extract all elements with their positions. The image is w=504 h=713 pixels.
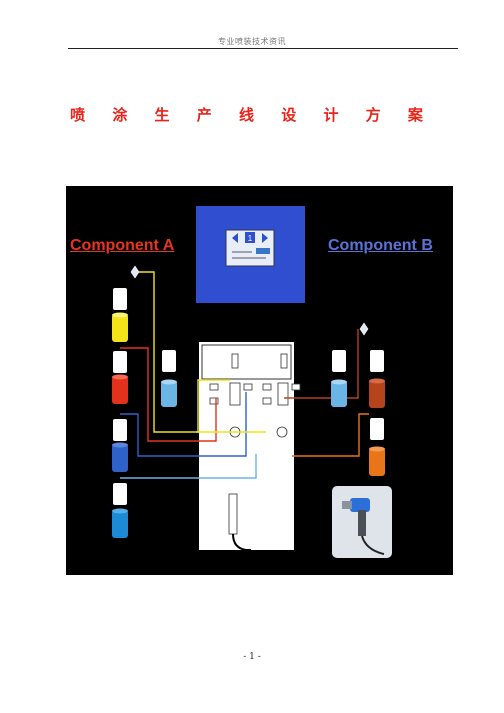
cabinet-valve-b: [280, 353, 288, 369]
blue-drum: [112, 444, 128, 472]
page-header: 专业喷装技术资讯: [218, 37, 286, 46]
spray-gun-nozzle: [342, 501, 352, 509]
screen-left-arrow-icon: [232, 233, 238, 243]
component-b-letter: B: [421, 237, 433, 254]
component-b-label: Component B: [328, 237, 433, 255]
doser-a-body: [229, 382, 241, 406]
yellow-drum: [112, 314, 128, 342]
yellow-line: [135, 271, 230, 433]
drum-top: [112, 442, 128, 448]
screen-blue-strip: [256, 248, 270, 254]
brown-line: [284, 329, 359, 399]
document-title: 喷 涂 生 产 线 设 计 方 案: [70, 106, 434, 124]
drum-top: [369, 446, 385, 452]
drum-top: [369, 378, 385, 384]
red-drum: [112, 376, 128, 404]
diagram-graphics: 1: [112, 206, 392, 558]
diamond-connector: [130, 265, 140, 279]
orange-line: [292, 413, 369, 457]
brown-drum: [369, 380, 385, 408]
static-mixer: [228, 493, 238, 535]
cabinet-small-box: [262, 383, 272, 391]
spray-gun-handle: [358, 510, 366, 536]
drum-top: [112, 312, 128, 318]
spray-system-diagram: 1: [66, 186, 453, 575]
spray-gun-hose: [361, 535, 385, 555]
light-blue-drum-b: [331, 381, 347, 407]
cabinet-upper-frame: [201, 344, 292, 380]
cabinet-small-box: [209, 383, 219, 391]
pump-icon: [113, 419, 127, 441]
mixer-hose: [232, 533, 251, 551]
orange-drum: [369, 448, 385, 476]
drum-top: [331, 379, 347, 385]
light-blue-line: [120, 454, 257, 479]
page-number: - 1 -: [243, 652, 261, 662]
pump-icon: [370, 418, 384, 440]
blue-line: [120, 392, 247, 457]
pump-icon: [370, 350, 384, 372]
screen-number-box: [245, 232, 255, 243]
pump-icon: [113, 483, 127, 505]
cabinet-valve-a: [231, 353, 239, 369]
drum-top: [161, 379, 177, 385]
screen-number: 1: [248, 234, 253, 243]
drum-top: [112, 508, 128, 514]
doser-b-body: [277, 382, 289, 406]
pump-icon: [113, 351, 127, 373]
cabinet-small-box: [262, 397, 272, 405]
component-b-prefix: Component: [328, 237, 422, 254]
cabinet-small-box: [243, 383, 253, 391]
cabinet-small-box: [209, 397, 219, 405]
flow-meter-b: [276, 426, 288, 438]
drum-top: [112, 374, 128, 380]
component-a-label: Component A: [70, 237, 175, 254]
header-rule: [68, 48, 458, 49]
light-blue-drum: [161, 381, 177, 407]
cabinet-small-box: [291, 383, 301, 391]
pump-icon: [113, 288, 127, 310]
diamond-connector: [359, 322, 369, 336]
spray-gun-body: [350, 498, 370, 512]
pump-icon: [162, 350, 176, 372]
red-line: [120, 347, 217, 442]
pump-icon: [332, 350, 346, 372]
teal-blue-drum: [112, 510, 128, 538]
screen-right-arrow-icon: [262, 233, 268, 243]
